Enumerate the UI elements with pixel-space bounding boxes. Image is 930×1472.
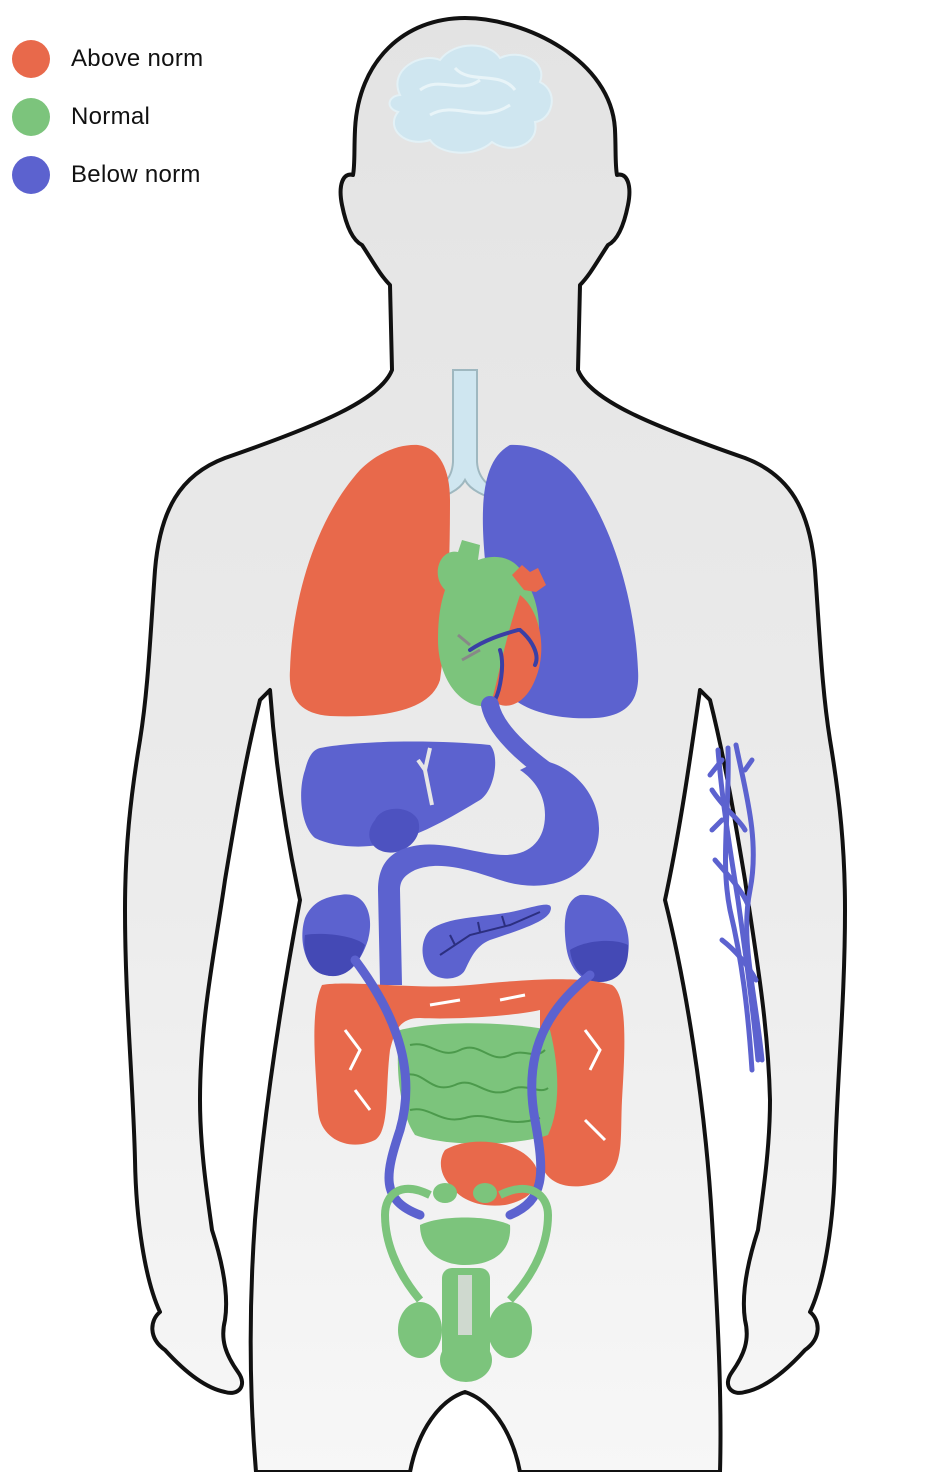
right-lung: [289, 444, 450, 717]
legend: Above norm Normal Below norm: [12, 30, 203, 204]
legend-label-above: Above norm: [71, 45, 204, 72]
normal-swatch-icon: [12, 98, 50, 136]
reproductive-organs: [380, 1183, 553, 1382]
brain-icon: [388, 44, 553, 154]
legend-item-above: Above norm: [12, 30, 203, 88]
kidneys: [302, 894, 629, 983]
heart-ventricle: [492, 595, 542, 706]
gallbladder: [369, 808, 420, 853]
bladder: [420, 1217, 511, 1265]
arm-veins: [707, 742, 765, 1073]
legend-item-below: Below norm: [12, 146, 203, 204]
legend-label-normal: Normal: [71, 103, 151, 130]
legend-item-normal: Normal: [12, 88, 203, 146]
below-norm-swatch-icon: [12, 156, 50, 194]
heart: [437, 540, 546, 707]
legend-label-below: Below norm: [71, 161, 201, 188]
pancreas: [422, 904, 551, 979]
above-norm-swatch-icon: [12, 40, 50, 78]
stomach: [378, 760, 600, 985]
liver: [301, 741, 496, 847]
